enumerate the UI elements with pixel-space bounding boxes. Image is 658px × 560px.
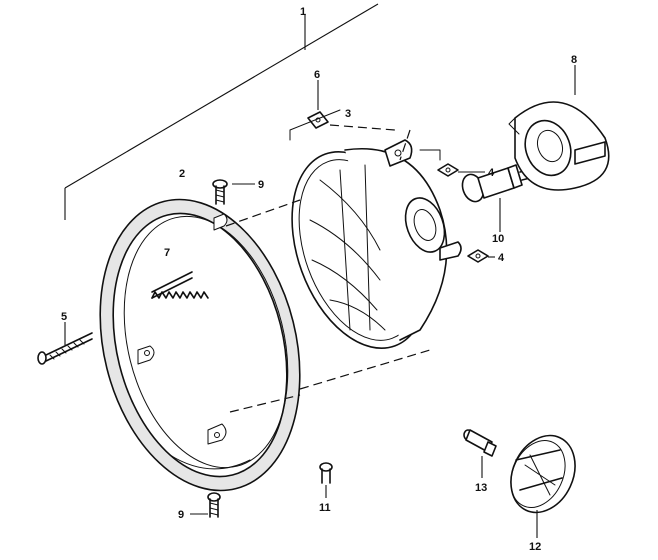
screw-lower: [190, 492, 221, 518]
assembly-bracket-1: [64, 3, 379, 220]
callout-11: 11: [319, 502, 331, 514]
callout-7: 7: [164, 247, 170, 259]
callout-13: 13: [475, 482, 487, 494]
headlamp-rear-cover: [508, 65, 610, 191]
callout-10: 10: [492, 233, 504, 245]
headlamp-housing-ring: [99, 198, 301, 492]
adjusting-screw: [37, 322, 93, 365]
headlamp-bulb: [461, 164, 531, 232]
clip-nut-lower: [467, 249, 495, 263]
callout-9-upper: 9: [258, 179, 264, 191]
callout-8: 8: [571, 54, 577, 66]
callout-1: 1: [300, 6, 306, 18]
callout-6: 6: [314, 69, 320, 81]
clip-nut-upper: [437, 163, 485, 177]
callout-4-lower: 4: [498, 252, 505, 264]
headlamp-unit: [291, 139, 462, 349]
pin-bolt: [463, 429, 497, 478]
callout-2: 2: [179, 168, 185, 180]
callout-9-lower: 9: [178, 509, 184, 521]
screw-upper: [212, 179, 255, 205]
callout-3: 3: [345, 108, 351, 120]
small-screw: [319, 462, 333, 498]
callout-5: 5: [61, 311, 67, 323]
callout-4-upper: 4: [488, 167, 495, 179]
clip-nut: [307, 80, 329, 129]
round-cap: [510, 434, 576, 538]
callout-12: 12: [529, 541, 541, 553]
adjusting-spring: [151, 271, 209, 299]
explode-guides: [225, 109, 441, 413]
